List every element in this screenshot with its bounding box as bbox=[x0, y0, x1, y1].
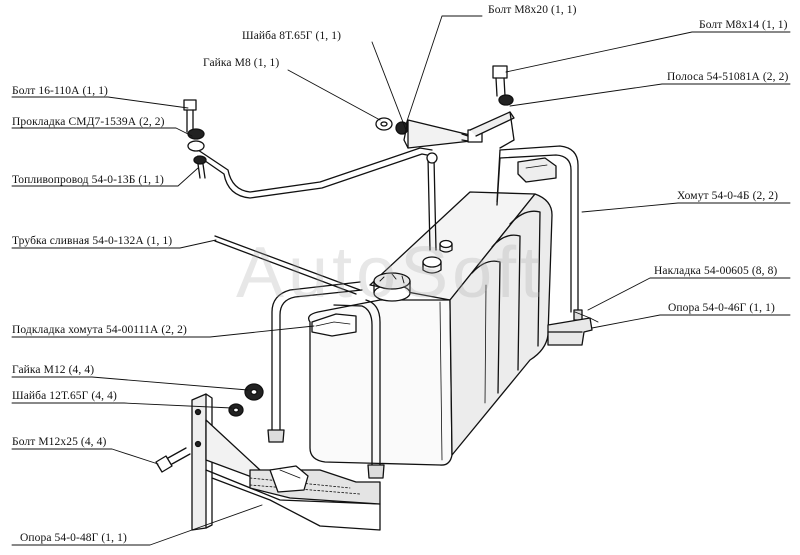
label-support-48g: Опора 54-0-48Г (1, 1) bbox=[20, 532, 127, 544]
clamp-straps bbox=[267, 145, 583, 479]
top-bracket bbox=[375, 65, 515, 149]
label-pad-overlay: Накладка 54-00605 (8, 8) bbox=[654, 265, 778, 277]
label-nut-m8: Гайка М8 (1, 1) bbox=[203, 57, 280, 69]
label-bolt-m8x20: Болт М8х20 (1, 1) bbox=[488, 4, 577, 16]
label-support-46g: Опора 54-0-46Г (1, 1) bbox=[668, 302, 775, 314]
label-strip: Полоса 54-51081А (2, 2) bbox=[667, 71, 789, 83]
support-right bbox=[547, 311, 599, 346]
label-bolt-16-110a: Болт 16-110А (1, 1) bbox=[12, 85, 108, 97]
drain-tube bbox=[214, 235, 361, 295]
label-gasket: Прокладка СМД7-1539А (2, 2) bbox=[12, 116, 165, 128]
label-washer-8t: Шайба 8Т.65Г (1, 1) bbox=[242, 30, 342, 42]
label-drain-tube: Трубка сливная 54-0-132А (1, 1) bbox=[12, 235, 173, 247]
support-left bbox=[191, 393, 381, 531]
fuel-pipe bbox=[197, 147, 438, 251]
label-bolt-m8x14: Болт М8х14 (1, 1) bbox=[699, 19, 788, 31]
leader-lines bbox=[11, 15, 791, 546]
watermark: AutoSoft bbox=[236, 233, 545, 313]
label-nut-m12: Гайка М12 (4, 4) bbox=[12, 364, 95, 376]
bolt-16-110a bbox=[183, 99, 207, 179]
rear-pad bbox=[517, 157, 557, 183]
label-clamp: Хомут 54-0-4Б (2, 2) bbox=[677, 190, 779, 202]
clamp-pad bbox=[311, 313, 357, 337]
label-fuel-pipe: Топливопровод 54-0-13Б (1, 1) bbox=[12, 174, 164, 186]
label-clamp-pad: Подкладка хомута 54-00111А (2, 2) bbox=[12, 324, 187, 336]
label-bolt-m12x25: Болт М12х25 (4, 4) bbox=[12, 436, 107, 448]
m12-hardware bbox=[155, 383, 264, 473]
label-washer-12t: Шайба 12Т.65Г (4, 4) bbox=[12, 390, 117, 402]
